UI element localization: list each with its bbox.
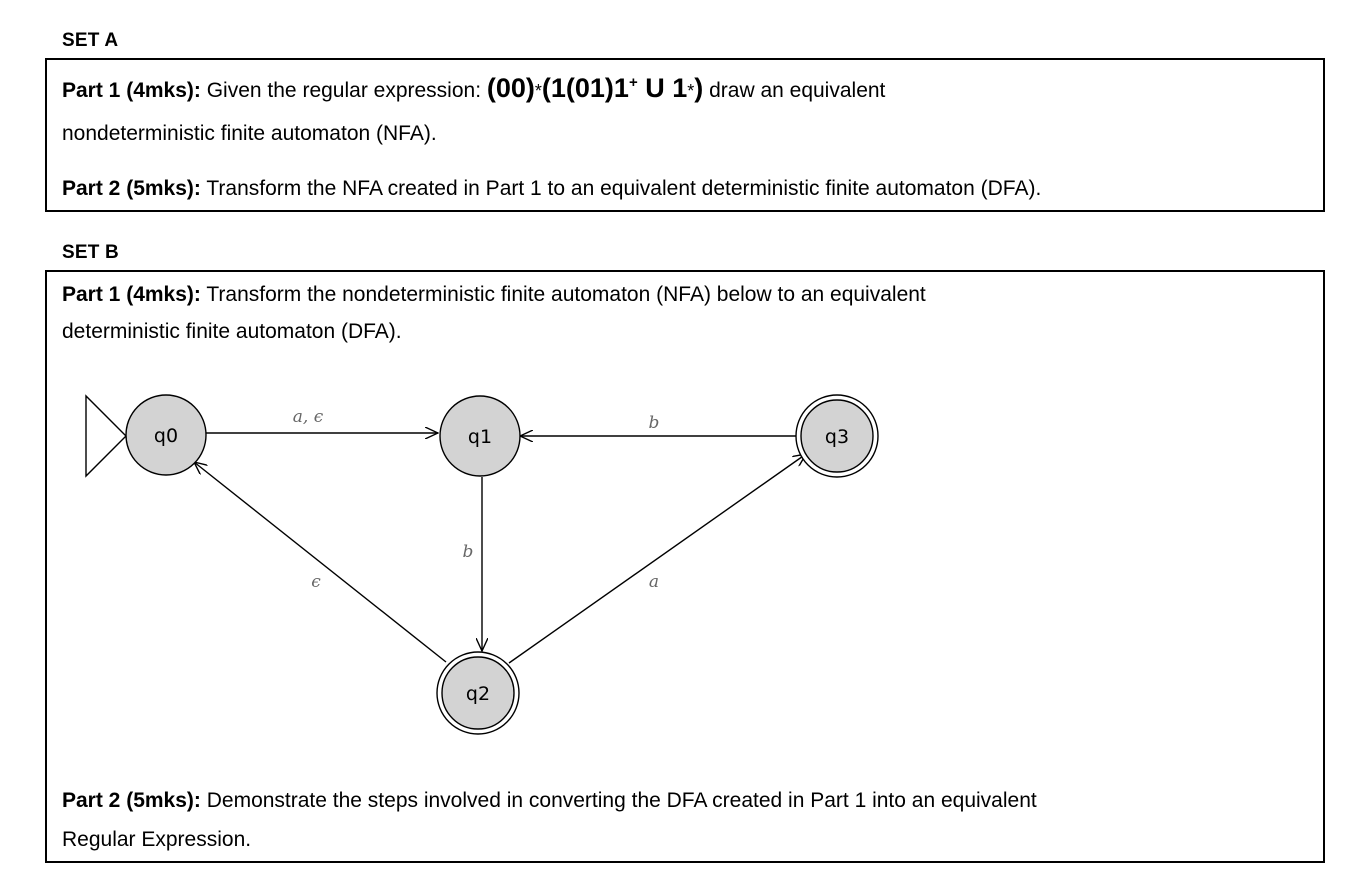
regular-expression: (00)*(1(01)1+ U 1*): [486, 73, 704, 103]
set-b-box: [45, 270, 1325, 863]
set-b-part2-line1: Part 2 (5mks): Demonstrate the steps inv…: [62, 782, 1037, 819]
set-b-part2-text: Demonstrate the steps involved in conver…: [200, 789, 1037, 812]
transition-q2-q0: [194, 462, 447, 663]
set-a-heading: SET A: [62, 30, 119, 51]
state-q0-label: q0: [154, 425, 178, 447]
state-q1-label: q1: [468, 426, 492, 448]
label-q3-q1: b: [649, 413, 660, 433]
state-q1: q1: [439, 395, 521, 477]
set-b-part2-line2: Regular Expression.: [62, 828, 252, 851]
label-q2-q3: a: [649, 572, 659, 592]
set-b-part2-label: Part 2 (5mks):: [62, 789, 201, 812]
set-a-part2-label: Part 2 (5mks):: [62, 177, 201, 200]
set-a-part1-text-before: Given the regular expression:: [200, 79, 487, 102]
set-a-part2-text: Transform the NFA created in Part 1 to a…: [200, 177, 1042, 200]
state-q3-label: q3: [825, 426, 849, 448]
start-state-indicator: [85, 394, 127, 478]
set-a-part1-line2: nondeterministic finite automaton (NFA).: [62, 122, 437, 145]
set-a-part1-label: Part 1 (4mks):: [62, 79, 201, 102]
set-a-part1-text-after: draw an equivalent: [703, 79, 886, 102]
set-b-part1-line2: deterministic finite automaton (DFA).: [62, 320, 402, 343]
set-b-part1-text: Transform the nondeterministic finite au…: [200, 283, 926, 306]
transition-q2-q3: [508, 454, 806, 664]
set-b-heading: SET B: [62, 242, 119, 263]
state-q0: q0: [125, 394, 207, 476]
set-b-part1-line1: Part 1 (4mks): Transform the nondetermin…: [62, 276, 926, 313]
label-q1-q2: b: [463, 542, 474, 562]
label-q0-q1: a, ϵ: [293, 407, 324, 427]
state-q3: q3: [795, 394, 879, 478]
set-a-part1-line1: Part 1 (4mks): Given the regular express…: [62, 70, 885, 110]
set-a-box: [45, 58, 1325, 212]
set-b-part1-label: Part 1 (4mks):: [62, 283, 201, 306]
state-q2: q2: [436, 651, 520, 735]
label-q2-q0: ϵ: [311, 572, 321, 592]
set-a-part2: Part 2 (5mks): Transform the NFA created…: [62, 170, 1041, 207]
state-q2-label: q2: [466, 683, 490, 705]
